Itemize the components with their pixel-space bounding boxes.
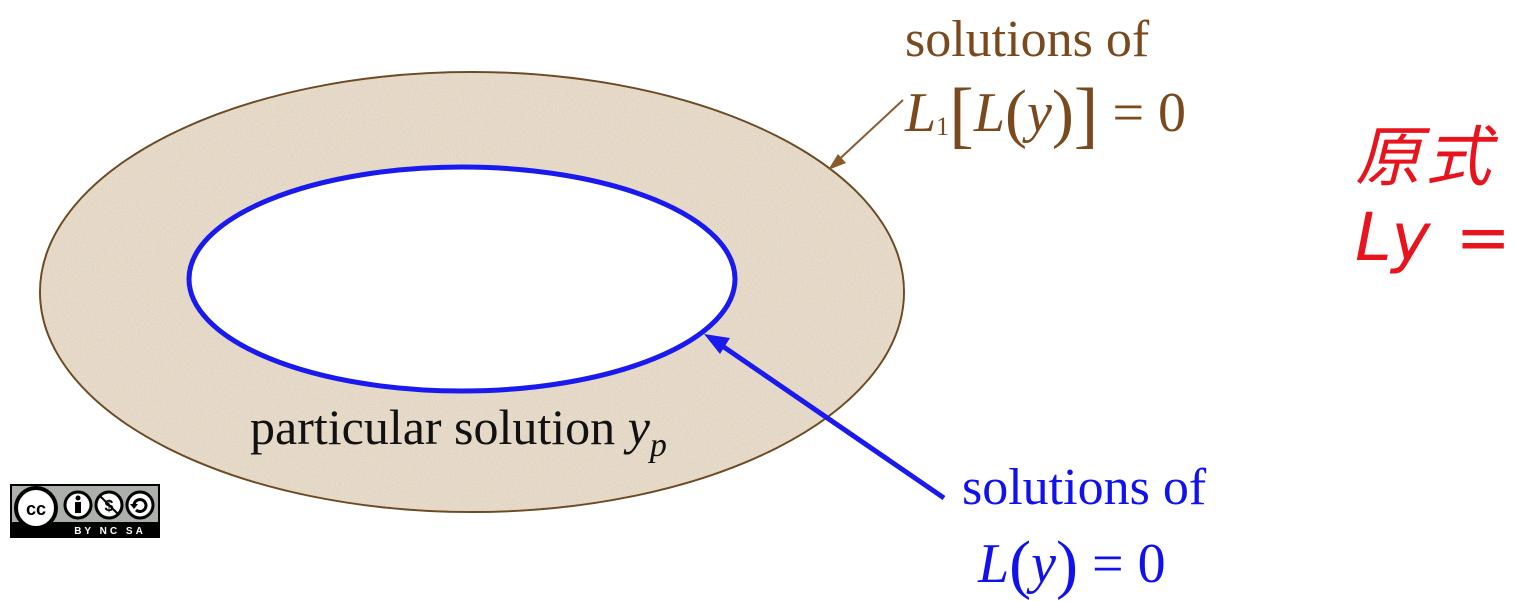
outer-rhs: 0 — [1158, 82, 1187, 144]
right-paren: ) — [1051, 77, 1074, 150]
inner-left-paren: ( — [1009, 528, 1032, 601]
right-bracket: ] — [1073, 74, 1099, 156]
inner-set-equation: L(y) = 0 — [978, 528, 1166, 601]
outer-var: y — [1026, 82, 1052, 144]
inner-pointer-arrow — [716, 340, 946, 501]
outer-op1: L — [905, 82, 937, 144]
left-paren: ( — [1004, 77, 1027, 150]
particular-text: particular solution — [250, 399, 616, 455]
inner-var: y — [1031, 533, 1056, 595]
outer-op2: L — [973, 82, 1005, 144]
inner-pointer-arrowhead — [704, 334, 730, 354]
outer-set-label: solutions of — [905, 11, 1150, 68]
inner-rhs: 0 — [1137, 533, 1166, 595]
inner-right-paren: ) — [1056, 528, 1078, 601]
inner-set-label: solutions of — [962, 459, 1207, 516]
inner-solution-set — [186, 164, 738, 394]
svg-text:$: $ — [105, 498, 114, 515]
cc-badge-text: BY NC SA — [74, 526, 146, 537]
outer-pointer-arrowhead — [828, 154, 846, 170]
svg-text:cc: cc — [26, 499, 46, 519]
inner-op: L — [978, 533, 1010, 595]
cc-icon — [14, 486, 58, 530]
particular-solution-label: particular solution yp — [250, 402, 667, 463]
sa-icon — [125, 490, 155, 520]
left-bracket: [ — [949, 74, 974, 156]
handwritten-note-line1: 原式 — [1355, 119, 1495, 196]
handwritten-note-line2: Ly = g — [1355, 199, 1515, 276]
outer-op1-subscript: 1 — [936, 112, 950, 141]
particular-symbol: y — [627, 399, 650, 455]
outer-set-equation: L1[L(y)] = 0 — [905, 74, 1187, 156]
particular-subscript: p — [649, 427, 667, 464]
outer-pointer-arrow — [831, 99, 904, 167]
cc-license-badge: cc $ BY NC SA — [10, 484, 160, 538]
